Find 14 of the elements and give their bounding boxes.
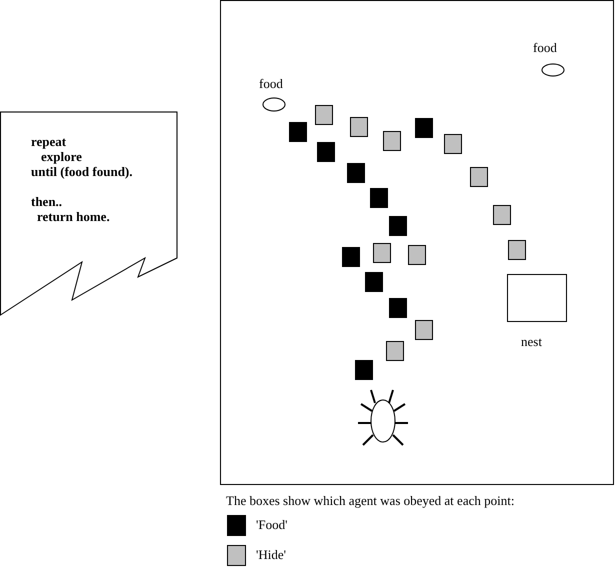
- bubble-text-line: repeat: [31, 134, 66, 149]
- legend-caption: The boxes show which agent was obeyed at each point:: [226, 493, 514, 508]
- legend-text: 'Hide': [256, 547, 286, 562]
- legend-text: 'Food': [256, 517, 288, 532]
- food-label: food: [259, 76, 283, 91]
- nest-box: [507, 274, 567, 322]
- bubble-text-line: explore: [41, 149, 82, 164]
- bubble-text-line: return home.: [37, 209, 110, 224]
- food-ellipse: [262, 97, 286, 112]
- food-ellipse: [541, 63, 565, 77]
- bubble-text-line: then..: [31, 194, 62, 209]
- bubble-text-line: until (food found).: [31, 164, 132, 179]
- food-label: food: [533, 40, 557, 55]
- nest-label: nest: [521, 334, 542, 349]
